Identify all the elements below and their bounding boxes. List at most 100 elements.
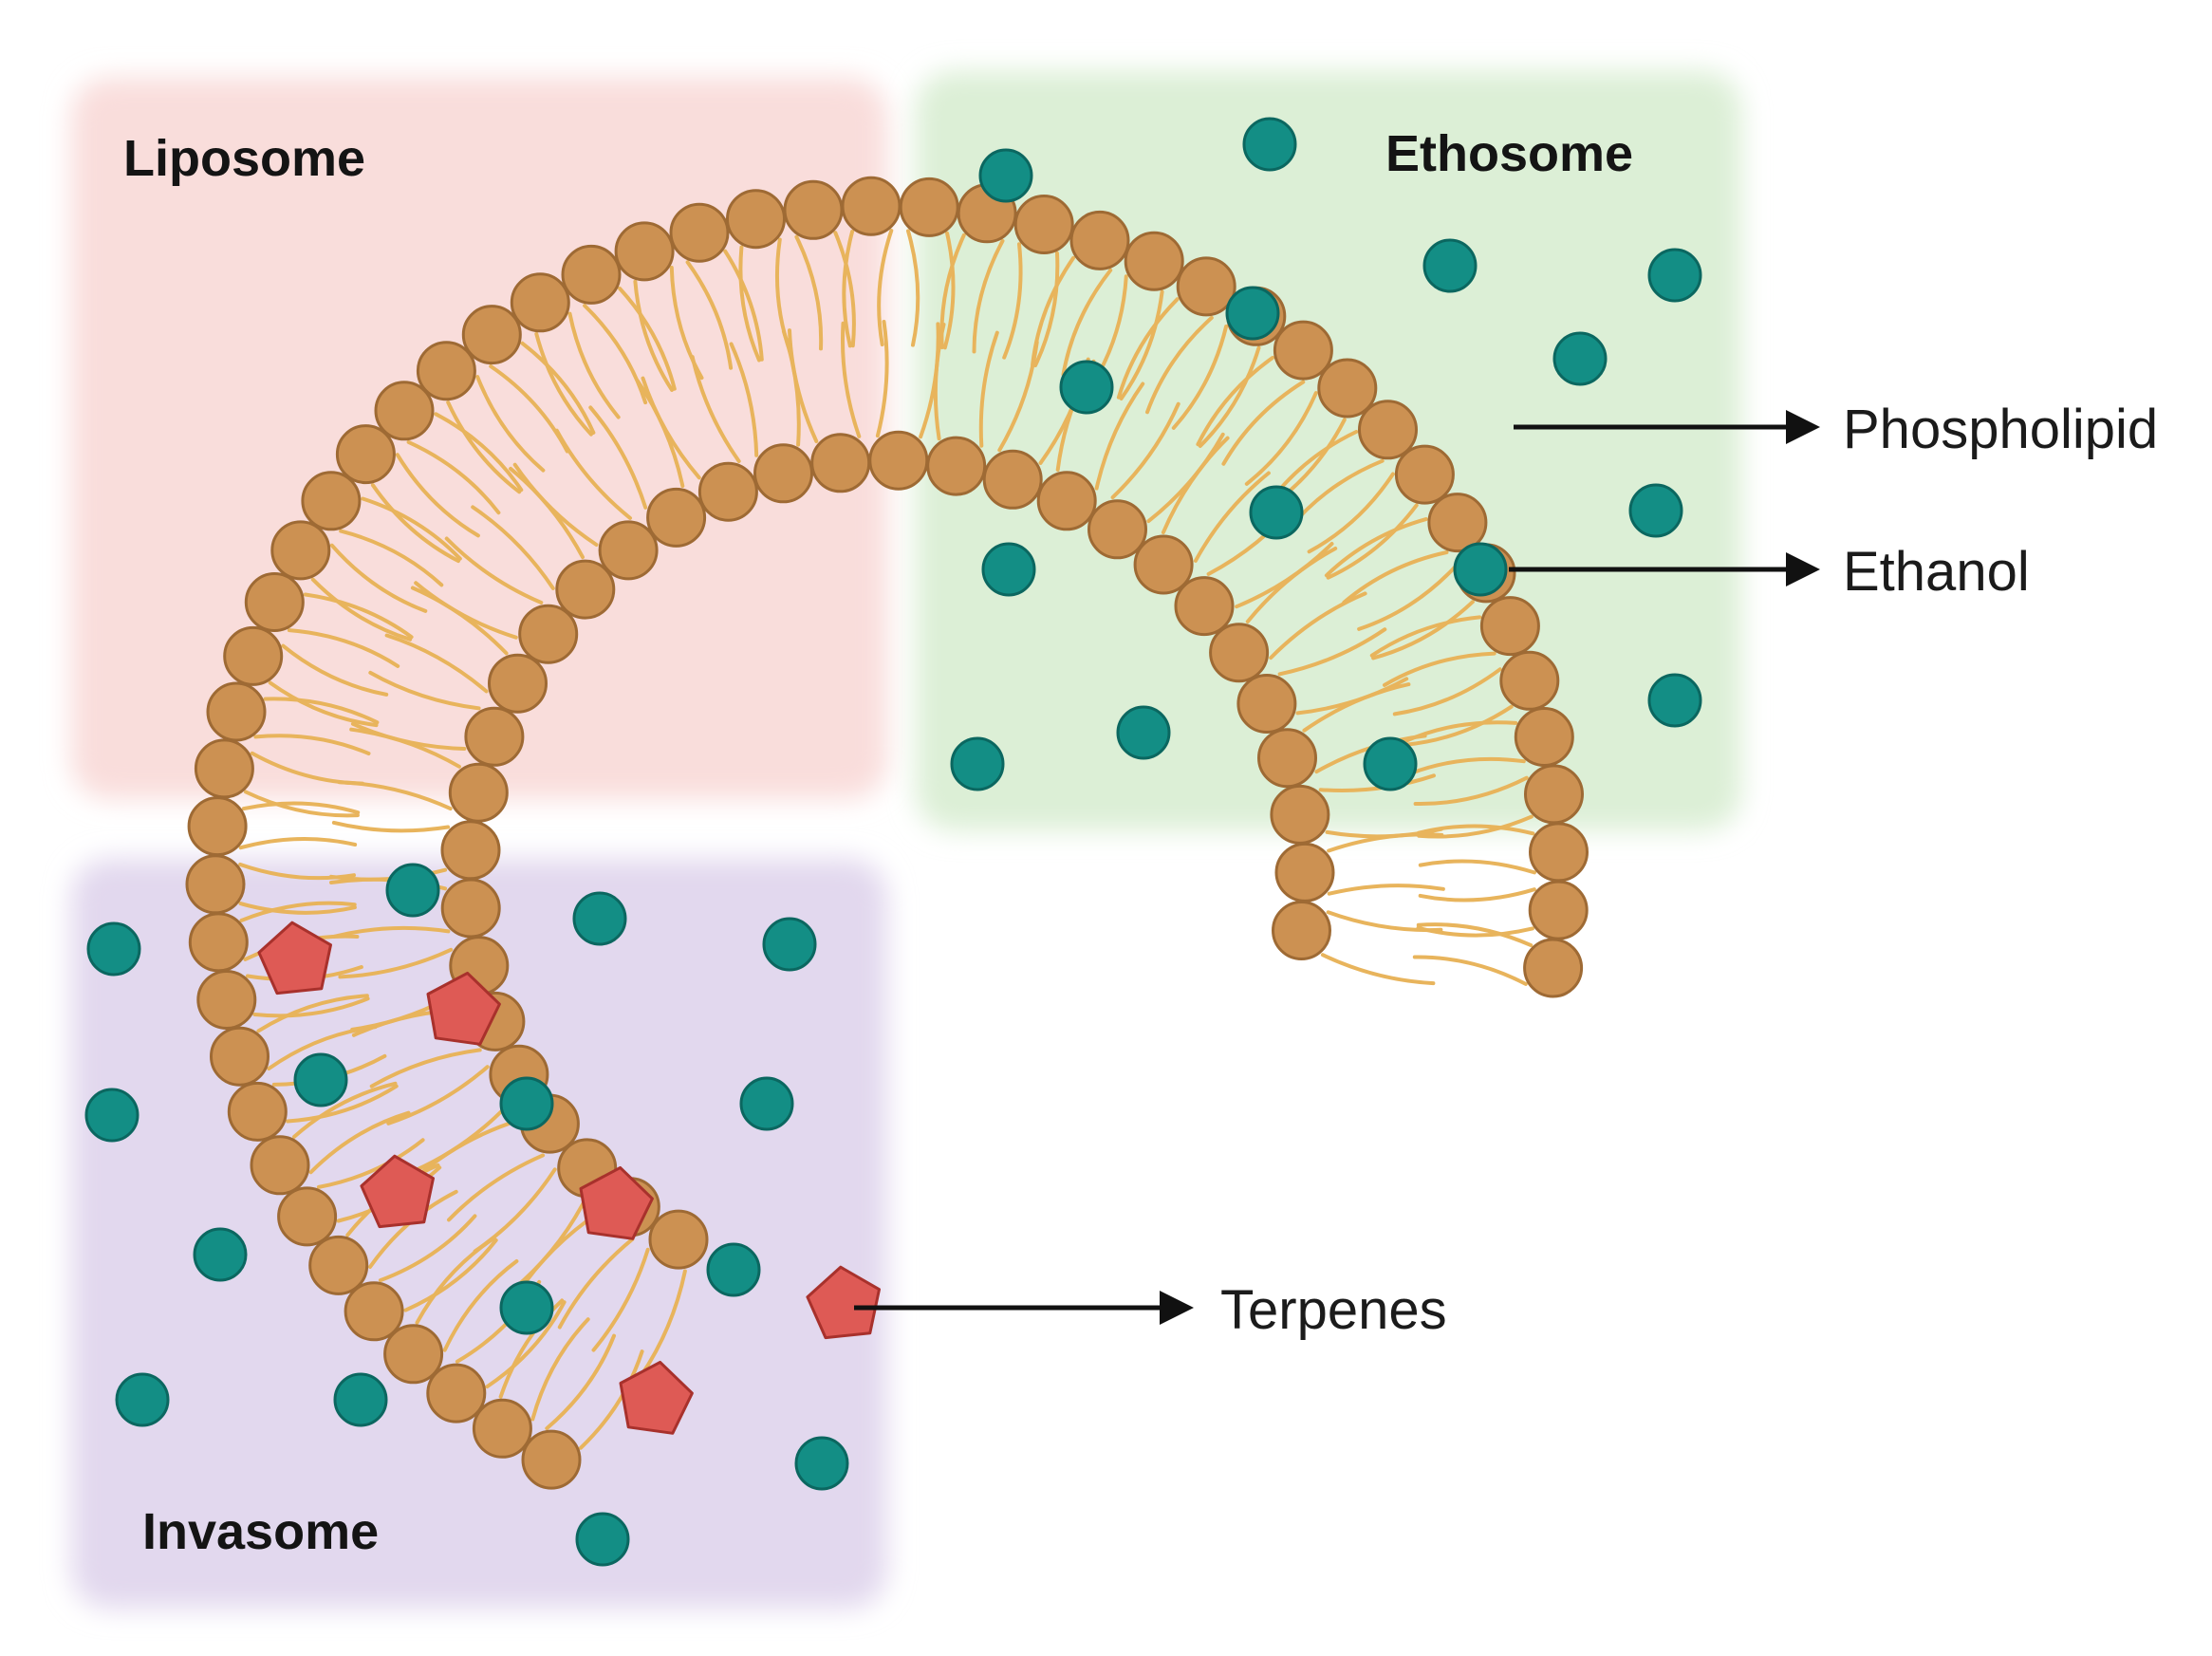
lipid-tail <box>639 1269 687 1379</box>
phospholipid-arrowhead-icon <box>1786 410 1820 444</box>
lipid-tail <box>1408 756 1526 776</box>
lipid-tail <box>287 628 400 668</box>
lipid-tail <box>1245 547 1338 623</box>
lipid-tail <box>545 1333 616 1431</box>
lipid-tail <box>395 453 480 538</box>
phospholipid-head-icon <box>697 461 758 522</box>
lipid-tail <box>434 412 524 493</box>
phospholipid-head-icon <box>726 189 786 250</box>
phospholipid-head-icon <box>308 1235 369 1295</box>
lipid-tail <box>1413 775 1529 807</box>
lipid-tail <box>729 342 759 457</box>
ethanol-molecule-icon <box>762 917 817 972</box>
ethanol-molecule-icon <box>1422 238 1478 293</box>
ethanol-molecule-icon <box>1628 483 1683 538</box>
lipid-tail <box>972 238 1005 354</box>
lipid-tail <box>1369 615 1482 658</box>
ethanol-molecule-icon <box>572 891 627 946</box>
lipid-heads <box>185 176 1589 1490</box>
lipid-tail <box>1371 600 1475 661</box>
lipid-tail <box>557 1237 635 1330</box>
lipid-tail <box>310 577 413 642</box>
phospholipid-head-icon <box>250 1135 310 1196</box>
lipid-tail <box>281 643 389 697</box>
phospholipid-head-icon <box>270 520 331 581</box>
lipid-tail <box>794 234 824 351</box>
lipid-tail <box>1402 704 1514 747</box>
lipid-tail <box>446 400 522 494</box>
phospholipid-head-icon <box>868 430 929 491</box>
phospholipid-head-icon <box>1087 499 1147 560</box>
lipid-tail <box>723 249 764 362</box>
lipid-tail <box>1277 627 1387 677</box>
lipid-tail <box>339 529 444 587</box>
lipid-tail <box>386 1065 490 1126</box>
lipid-tail <box>1324 517 1428 578</box>
lipid-tail <box>1327 884 1445 896</box>
lipid-tail <box>1342 550 1449 605</box>
phospholipid-head-icon <box>1427 493 1488 553</box>
phospholipid-head-icon <box>301 471 362 531</box>
ethanol-molecule-icon <box>1225 286 1280 341</box>
phospholipid-head-icon <box>1394 444 1455 505</box>
phospholipid-head-icon <box>783 179 844 240</box>
lipid-tail <box>1110 401 1180 500</box>
phospholipid-head-icon <box>510 272 570 333</box>
ethanol-molecule-icon <box>978 148 1033 203</box>
phospholipid-head-icon <box>926 436 987 496</box>
ethanol-arrowhead-icon <box>1786 552 1820 586</box>
lipid-tail <box>303 592 414 640</box>
lipid-tail <box>520 341 596 435</box>
phospholipid-head-icon <box>210 1026 270 1087</box>
phospholipid-head-icon <box>561 244 622 305</box>
lipid-tail <box>1171 325 1229 430</box>
ethanol-molecule-icon <box>1552 331 1608 386</box>
phospholipid-head-icon <box>488 653 548 714</box>
lipid-tail <box>1307 472 1395 554</box>
phospholipid-head-icon <box>1358 400 1418 460</box>
phospholipid-head-icon <box>1273 320 1333 381</box>
lipid-tail <box>485 1300 567 1389</box>
lipid-tail <box>1198 345 1261 448</box>
phospholipid-head-icon <box>187 796 248 857</box>
lipid-tail <box>1412 955 1528 986</box>
ethanol-molecule-icon <box>1363 736 1418 791</box>
terpene-molecule-icon <box>806 1265 881 1340</box>
lipid-tail <box>332 925 451 939</box>
phospholipid-head-icon <box>448 762 509 823</box>
phospholipid-head-icon <box>1069 210 1130 270</box>
lipid-tail <box>942 231 956 350</box>
lipid-tail <box>331 820 451 833</box>
phospholipid-head-icon <box>1479 596 1540 657</box>
lipid-tail <box>1320 953 1436 986</box>
phospholipid-head-icon <box>1274 842 1335 902</box>
ethanol-molecule-icon <box>739 1076 794 1131</box>
invasome-label: Invasome <box>142 1503 379 1560</box>
lipid-tail <box>286 1084 399 1124</box>
terpene-molecule-icon <box>579 1165 654 1240</box>
lipid-tail <box>414 581 518 640</box>
lipid-tail <box>238 836 358 850</box>
lipid-tail <box>238 902 357 915</box>
terpenes-callout: Terpenes <box>854 1279 1447 1341</box>
lipid-tail <box>534 331 593 437</box>
phospholipid-head-icon <box>440 878 501 939</box>
lipid-tail <box>690 355 741 463</box>
lipid-tail <box>370 483 460 564</box>
lipid-tail <box>530 1317 590 1422</box>
lipid-tail <box>268 680 379 728</box>
ethanol-molecule-icon <box>385 863 440 918</box>
lipid-tail <box>329 543 428 613</box>
ethanol-callout: Ethanol <box>1509 541 2030 603</box>
lipid-tail <box>554 428 632 520</box>
lipid-tail <box>1196 356 1274 447</box>
lipid-tail <box>1119 289 1164 400</box>
lipid-tail <box>412 1103 511 1173</box>
lipid-tail <box>1033 251 1060 368</box>
lipid-tail <box>738 245 761 363</box>
lipid-tail <box>337 780 453 811</box>
phospholipid-head-icon <box>188 912 249 973</box>
lipid-tail <box>997 340 1039 453</box>
